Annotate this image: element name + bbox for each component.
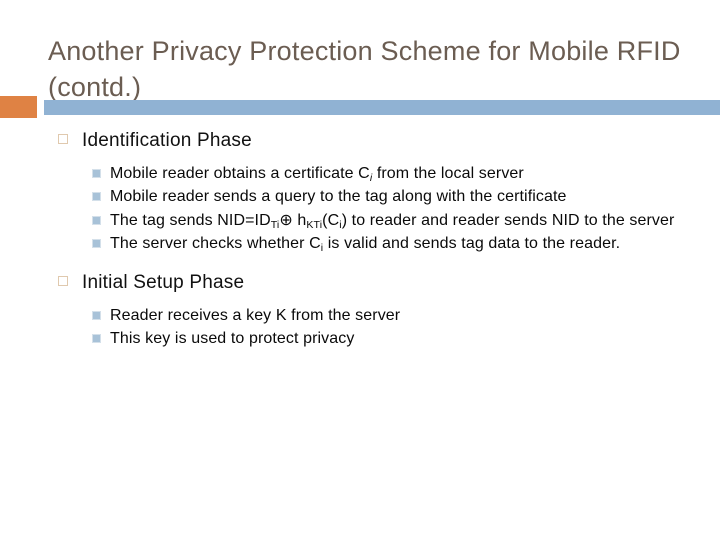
list-item-label: Mobile reader sends a query to the tag a… (110, 188, 567, 206)
list-item-label: The server checks whether Ci is valid an… (110, 234, 621, 255)
spacer (0, 156, 720, 163)
list-item: Mobile reader obtains a certificate Ci f… (0, 163, 720, 184)
square-bullet-icon (92, 311, 101, 321)
square-bullet-icon (92, 238, 101, 248)
spacer (0, 256, 720, 270)
list-item: The tag sends NID=IDTi⊕ hKTi(Ci) to read… (0, 210, 720, 231)
list-item-label: Mobile reader obtains a certificate Ci f… (110, 165, 524, 185)
page-title: Another Privacy Protection Scheme for Mo… (48, 36, 681, 102)
section-heading-label: Initial Setup Phase (82, 272, 245, 294)
list-item: Mobile reader sends a query to the tag a… (0, 186, 720, 207)
list-item-label: The tag sends NID=IDTi⊕ hKTi(Ci) to read… (110, 211, 675, 231)
square-bullet-icon (58, 276, 68, 287)
square-bullet-icon (92, 215, 101, 225)
list-item: This key is used to protect privacy (0, 328, 720, 349)
slide-body: Identification Phase Mobile reader obtai… (0, 128, 720, 352)
section-heading-initial-setup-phase: Initial Setup Phase (0, 270, 720, 295)
section-heading-label: Identification Phase (82, 130, 252, 151)
list-item-label: Reader receives a key K from the server (110, 307, 401, 325)
list-item: Reader receives a key K from the server (0, 305, 720, 326)
spacer (0, 298, 720, 305)
square-bullet-icon (92, 192, 101, 202)
list-item-label: This key is used to protect privacy (110, 330, 355, 348)
list-item: The server checks whether Ci is valid an… (0, 233, 720, 254)
title-accent-orange-block (0, 96, 37, 118)
section-heading-identification-phase: Identification Phase (0, 128, 720, 153)
square-bullet-icon (58, 134, 68, 144)
title-accent-blue-bar (44, 100, 720, 115)
square-bullet-icon (92, 169, 101, 179)
square-bullet-icon (92, 334, 101, 344)
